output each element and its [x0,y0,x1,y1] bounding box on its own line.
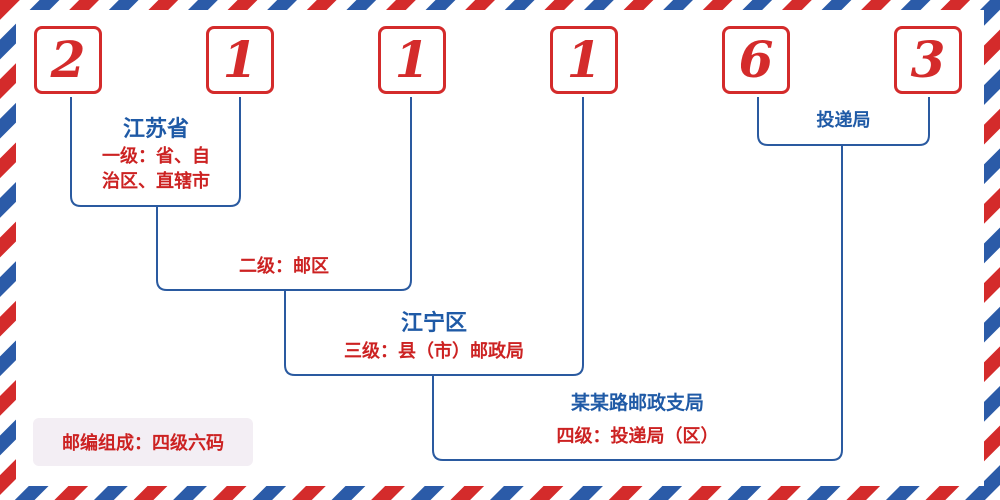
level1-name: 江苏省 [122,116,189,142]
level3-desc: 三级：县（市）邮政局 [344,341,524,362]
level1-bracket [70,97,241,207]
level3-name: 江宁区 [400,310,467,336]
legend-badge: 邮编组成：四级六码 [33,418,253,466]
digit-box-3: 1 [378,26,446,94]
level2-desc: 二级：邮区 [239,256,329,277]
digit-box-2: 1 [206,26,274,94]
digit-box-6: 3 [894,26,962,94]
legend-text: 邮编组成：四级六码 [62,433,224,454]
digit-box-1: 2 [34,26,102,94]
level4-desc: 四级：投递局（区） [556,426,719,447]
delivery-name: 投递局 [816,110,871,131]
digit-box-4: 1 [550,26,618,94]
level4-bracket [432,145,843,461]
digit-box-5: 6 [722,26,790,94]
delivery-bracket [757,97,930,146]
level4-name: 某某路邮政支局 [570,392,704,414]
level1-desc-line2: 治区、直辖市 [102,171,210,192]
level1-desc-line1: 一级：省、自 [102,146,210,167]
